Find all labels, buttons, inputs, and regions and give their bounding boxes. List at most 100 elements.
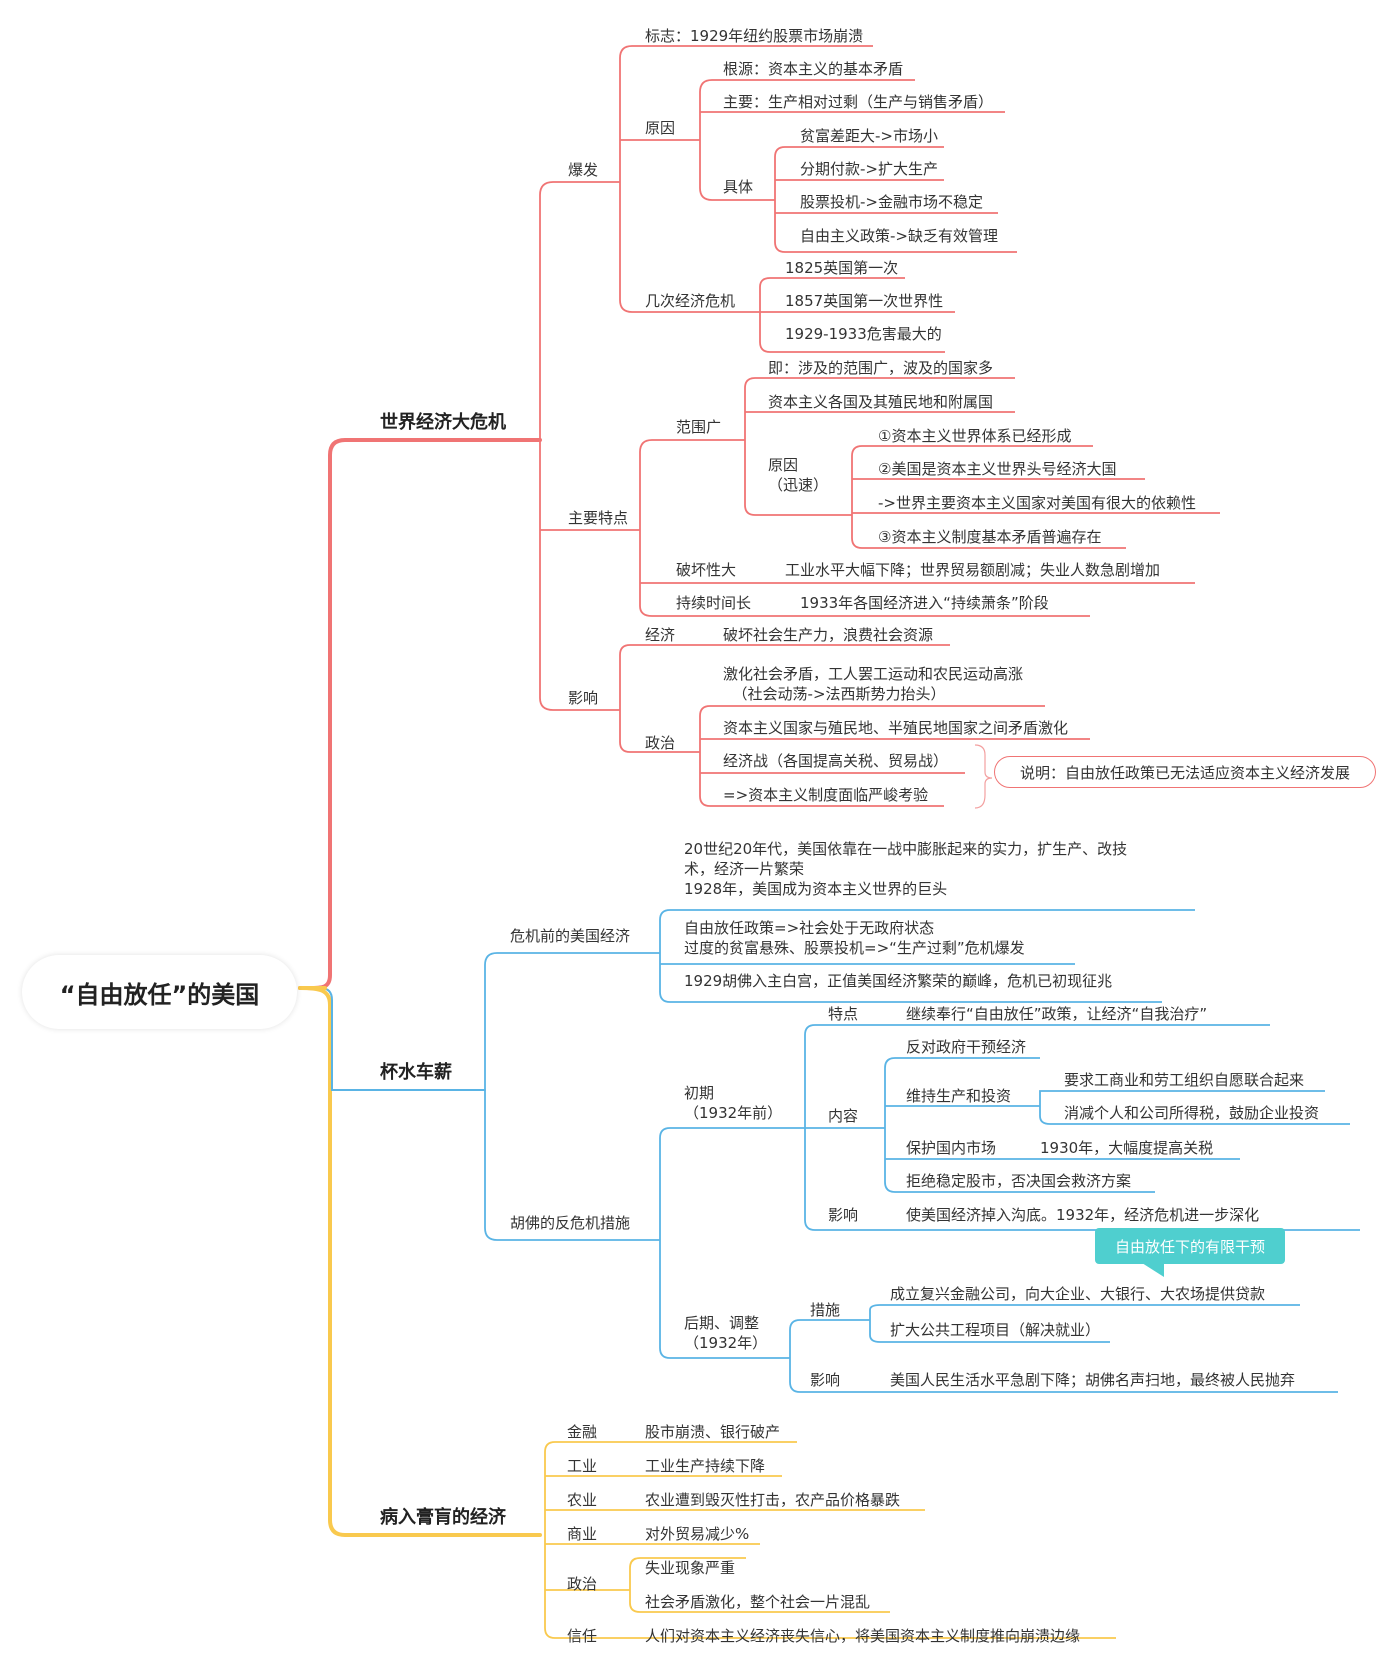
xinren-text[interactable]: 人们对资本主义经济丧失信心，将美国资本主义制度推向崩溃边缘 [645, 1627, 1081, 1645]
chixu-label[interactable]: 持续时间长 [676, 594, 752, 612]
chixu-text[interactable]: 1933年各国经济进入“持续萧条”阶段 [800, 594, 1049, 612]
b3-zhengzhi-label[interactable]: 政治 [567, 1575, 598, 1593]
baofa-hub [619, 45, 873, 313]
fanwei-hub [744, 377, 1015, 516]
shangye-label[interactable]: 商业 [567, 1525, 598, 1543]
weichi-label[interactable]: 维持生产和投资 [906, 1087, 1012, 1105]
juti-item-3[interactable]: 股票投机->金融市场不稳定 [800, 193, 983, 211]
b1-zhengzhi-item-1[interactable]: 激化社会矛盾，工人罢工运动和农民运动高涨 （社会动荡->法西斯势力抬头） [723, 665, 1024, 703]
b1-zhengzhi-item-3[interactable]: 经济战（各国提高关税、贸易战） [723, 752, 949, 770]
yuanyin-label[interactable]: 原因 [645, 119, 676, 137]
cuoshi-label[interactable]: 措施 [810, 1301, 841, 1319]
callout-tail [1142, 1263, 1164, 1277]
b2-title[interactable]: 杯水车薪 [380, 1062, 452, 1083]
nongye-label[interactable]: 农业 [567, 1491, 598, 1509]
neirong-hub [884, 1057, 1240, 1193]
shangye-text[interactable]: 对外贸易减少% [645, 1525, 750, 1543]
xunsu-item-1[interactable]: ①资本主义世界体系已经形成 [878, 427, 1072, 445]
chuqi-label[interactable]: 初期 （1932年前） [684, 1084, 783, 1122]
tedian-label[interactable]: 主要特点 [568, 509, 629, 527]
jujue-text[interactable]: 拒绝稳定股市，否决国会救济方案 [906, 1172, 1132, 1190]
pohuai-text[interactable]: 工业水平大幅下降；世界贸易额剧减；失业人数急剧增加 [785, 561, 1161, 579]
b1-title[interactable]: 世界经济大危机 [380, 412, 506, 433]
genyuan-text[interactable]: 根源：资本主义的基本矛盾 [723, 60, 904, 78]
houqi-yingxiang-text[interactable]: 美国人民生活水平急剧下降；胡佛名声扫地，最终被人民抛弃 [890, 1371, 1296, 1389]
b2-hub [484, 952, 660, 1241]
b3-zhengzhi-item-1[interactable]: 失业现象严重 [645, 1559, 736, 1577]
fanwei-ziben-text[interactable]: 资本主义各国及其殖民地和附属国 [768, 393, 994, 411]
jinrong-label[interactable]: 金融 [567, 1423, 598, 1441]
xunsu-label[interactable]: 原因 （迅速） [768, 456, 829, 494]
tedian-hub [639, 439, 1195, 617]
cuoshi-item-2[interactable]: 扩大公共工程项目（解决就业） [890, 1321, 1101, 1339]
houqi-label[interactable]: 后期、调整 （1932年） [684, 1314, 768, 1352]
fandui-text[interactable]: 反对政府干预经济 [906, 1038, 1027, 1056]
juti-item-2[interactable]: 分期付款->扩大生产 [800, 160, 938, 178]
baohu-label[interactable]: 保护国内市场 [906, 1139, 997, 1157]
b1-zhengzhi-item-4[interactable]: =>资本主义制度面临严峻考验 [723, 786, 929, 804]
houqi-hub [789, 1319, 1338, 1393]
jici-label[interactable]: 几次经济危机 [645, 292, 736, 310]
chuqi-hub [804, 1024, 1360, 1231]
biaozhi-text[interactable]: 标志：1929年纽约股票市场崩溃 [645, 27, 864, 45]
juti-label[interactable]: 具体 [723, 178, 754, 196]
fanwei-label[interactable]: 范围广 [676, 418, 722, 436]
xunsu-item-2[interactable]: ②美国是资本主义世界头号经济大国 [878, 460, 1117, 478]
weichi-hub [1039, 1090, 1350, 1125]
fanwei-ji-text[interactable]: 即：涉及的范围广，波及的国家多 [768, 359, 994, 377]
b3-title[interactable]: 病入膏肓的经济 [380, 1507, 506, 1528]
hufo-label[interactable]: 胡佛的反危机措施 [510, 1214, 631, 1232]
yingxiang-label[interactable]: 影响 [568, 689, 599, 707]
yuanyin-hub [699, 79, 1005, 201]
qian-item-1[interactable]: 20世纪20年代，美国依靠在一战中膨胀起来的实力，扩生产、改技 术，经济一片繁荣… [684, 840, 1128, 898]
b1-zhengzhi-item-2[interactable]: 资本主义国家与殖民地、半殖民地国家之间矛盾激化 [723, 719, 1069, 737]
zhuyao-text[interactable]: 主要：生产相对过剩（生产与销售矛盾） [723, 93, 994, 111]
b3-zhengzhi-hub [629, 1557, 890, 1613]
gongye-label[interactable]: 工业 [567, 1457, 598, 1475]
jingji-label[interactable]: 经济 [645, 626, 676, 644]
policy-note-box[interactable]: 说明：自由放任政策已无法适应资本主义经济发展 [994, 756, 1376, 788]
cuoshi-item-1[interactable]: 成立复兴金融公司，向大企业、大银行、大农场提供贷款 [890, 1285, 1266, 1303]
xunsu-item-3[interactable]: ->世界主要资本主义国家对美国有很大的依赖性 [878, 494, 1196, 512]
weichi-item-1[interactable]: 要求工商业和劳工组织自愿联合起来 [1064, 1071, 1305, 1089]
b3-hub [544, 1441, 1116, 1639]
xinren-label[interactable]: 信任 [567, 1627, 598, 1645]
callout-badge[interactable]: 自由放任下的有限干预 [1095, 1228, 1285, 1264]
jici-hub [700, 277, 955, 353]
gongye-text[interactable]: 工业生产持续下降 [645, 1457, 766, 1475]
qian-item-2[interactable]: 自由放任政策=>社会处于无政府状态 过度的贫富悬殊、股票投机=>“生产过剩”危机… [684, 919, 1025, 957]
hufo-hub [659, 1127, 805, 1359]
houqi-yingxiang-label[interactable]: 影响 [810, 1371, 841, 1389]
juti-hub [774, 146, 1017, 253]
jingji-text[interactable]: 破坏社会生产力，浪费社会资源 [723, 626, 934, 644]
zhengzhi-hub [699, 705, 1090, 807]
xunsu-hub [851, 445, 1220, 549]
neirong-label[interactable]: 内容 [828, 1107, 859, 1125]
jinrong-text[interactable]: 股市崩溃、银行破产 [645, 1423, 781, 1441]
xunsu-item-4[interactable]: ③资本主义制度基本矛盾普遍存在 [878, 528, 1102, 546]
b1-hub [539, 181, 640, 711]
yingxiang-hub [619, 644, 950, 753]
weichi-item-2[interactable]: 消减个人和公司所得税，鼓励企业投资 [1064, 1104, 1320, 1122]
juti-item-1[interactable]: 贫富差距大->市场小 [800, 127, 938, 145]
juti-item-4[interactable]: 自由主义政策->缺乏有效管理 [800, 227, 998, 245]
jici-item-3[interactable]: 1929-1933危害最大的 [785, 325, 942, 343]
jici-item-1[interactable]: 1825英国第一次 [785, 259, 899, 277]
chuqi-yingxiang-label[interactable]: 影响 [828, 1206, 859, 1224]
cuoshi-hub [869, 1304, 1300, 1343]
chuqi-tedian-text[interactable]: 继续奉行“自由放任”政策，让经济“自我治疗” [906, 1005, 1208, 1023]
nongye-text[interactable]: 农业遭到毁灭性打击，农产品价格暴跌 [645, 1491, 901, 1509]
qian-label[interactable]: 危机前的美国经济 [510, 927, 631, 945]
pohuai-label[interactable]: 破坏性大 [676, 561, 737, 579]
b1-zhengzhi-label[interactable]: 政治 [645, 734, 676, 752]
chuqi-tedian-label[interactable]: 特点 [828, 1005, 859, 1023]
b3-zhengzhi-item-2[interactable]: 社会矛盾激化，整个社会一片混乱 [645, 1593, 871, 1611]
baohu-text[interactable]: 1930年，大幅度提高关税 [1040, 1139, 1214, 1157]
zhengzhi-brace [974, 744, 993, 809]
jici-item-2[interactable]: 1857英国第一次世界性 [785, 292, 944, 310]
baofa-label[interactable]: 爆发 [568, 161, 599, 179]
root-node[interactable]: “自由放任”的美国 [22, 955, 297, 1029]
qian-item-3[interactable]: 1929胡佛入主白宫，正值美国经济繁荣的巅峰，危机已初现征兆 [684, 972, 1113, 990]
chuqi-yingxiang-text[interactable]: 使美国经济掉入沟底。1932年，经济危机进一步深化 [906, 1206, 1260, 1224]
